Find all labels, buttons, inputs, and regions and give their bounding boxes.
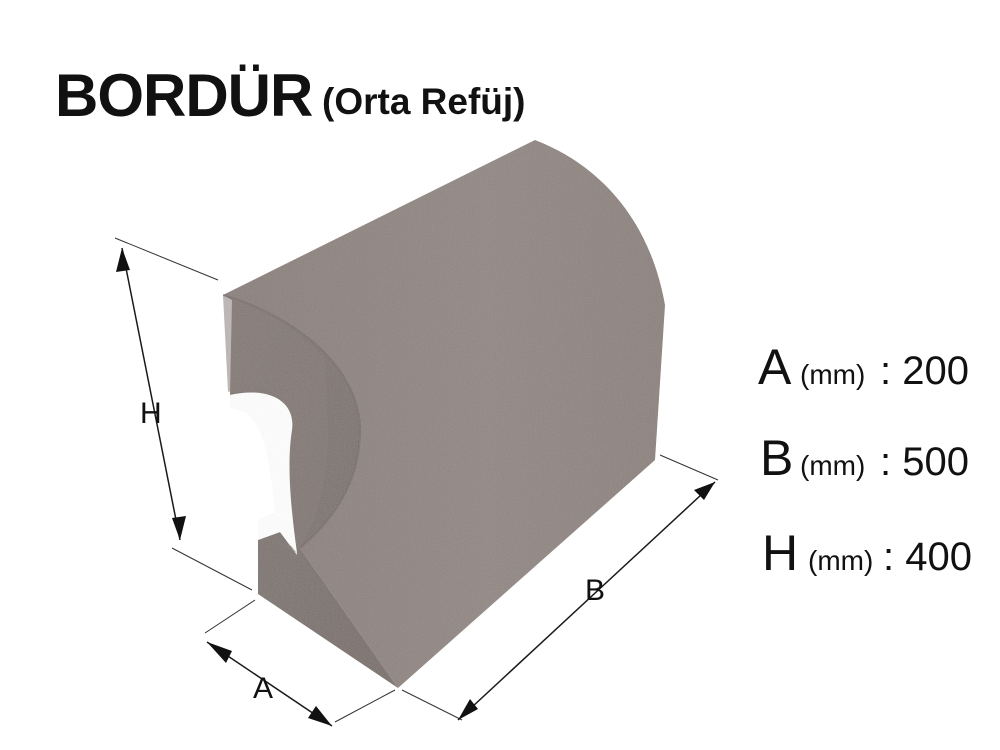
spec-unit-h: (mm) [808,545,873,576]
spec-value-a: : 200 [880,349,969,393]
spec-row-a: A (mm) : 200 [758,339,969,395]
dimension-label-h: H [140,397,162,430]
curb-edge-shade [222,294,362,549]
title-main: BORDÜR [55,62,313,129]
spec-value-h: : 400 [883,535,972,579]
spec-letter-a: A [758,339,792,395]
spec-unit-b: (mm) [800,450,865,481]
spec-value-b: : 500 [880,440,969,484]
curb-top-face [223,140,665,688]
spec-letter-h: H [762,525,798,581]
dimension-label-a: A [253,672,273,705]
spec-row-h: H (mm) : 400 [762,525,972,581]
spec-list: A (mm) : 200 B (mm) : 500 H (mm) : 400 [758,339,972,581]
dimension-b: B [401,454,719,721]
curb-notch [230,392,297,553]
dimension-h: H [114,237,253,591]
spec-letter-b: B [760,430,793,486]
title-subtitle: (Orta Refüj) [322,81,526,122]
spec-unit-a: (mm) [800,359,865,390]
curb-block [222,140,665,688]
dimension-label-b: B [585,574,605,607]
curb-front-face [223,295,329,553]
spec-row-b: B (mm) : 500 [760,430,969,486]
dimension-a: A [204,599,396,727]
